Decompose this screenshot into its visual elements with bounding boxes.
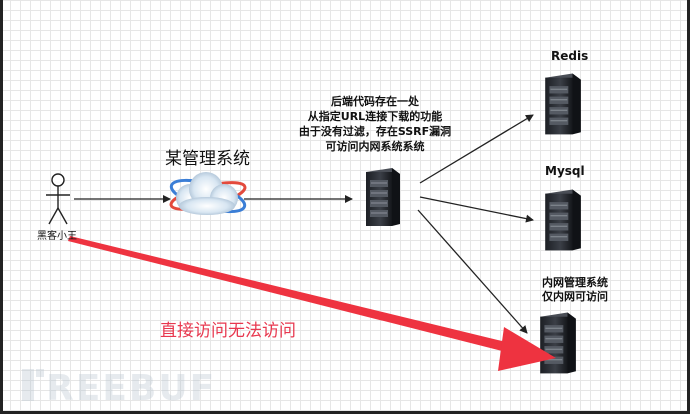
backend-note: 后端代码存在一处 从指定URL连接下载的功能 由于没有过滤，存在SSRF漏洞 可… [290, 94, 460, 154]
cloud-web-app-icon [169, 172, 247, 215]
backend-note-line-4: 可访问内网系统系统 [325, 140, 425, 153]
freebuf-watermark: REEBUF [22, 368, 216, 409]
intranet-label: 内网管理系统 仅内网可访问 [520, 276, 630, 304]
mysql-label: Mysql [545, 164, 585, 178]
backend-note-line-3: 由于没有过滤，存在SSRF漏洞 [298, 125, 452, 138]
backend-note-line-2: 从指定URL连接下载的功能 [307, 110, 443, 123]
direct-access-arrow [68, 236, 556, 371]
stick-figure-icon [46, 173, 70, 225]
arrow-backend-to-intranet [417, 209, 528, 334]
arrow-backend-to-redis [419, 114, 534, 184]
intranet-server-icon [539, 311, 577, 374]
intranet-label-line-2: 仅内网可访问 [542, 290, 608, 303]
mysql-server-icon [544, 188, 582, 251]
arrow-backend-to-mysql [419, 196, 534, 223]
actor-label: 黑客小王 [37, 231, 77, 242]
direct-access-note: 直接访问无法访问 [160, 321, 296, 341]
system-label: 某管理系统 [165, 149, 250, 169]
redis-label: Redis [551, 49, 589, 63]
redis-server-icon [544, 72, 582, 135]
backend-server-icon [365, 167, 401, 227]
intranet-label-line-1: 内网管理系统 [542, 276, 608, 289]
backend-note-line-1: 后端代码存在一处 [331, 95, 419, 108]
svg-text:REEBUF: REEBUF [46, 368, 216, 409]
